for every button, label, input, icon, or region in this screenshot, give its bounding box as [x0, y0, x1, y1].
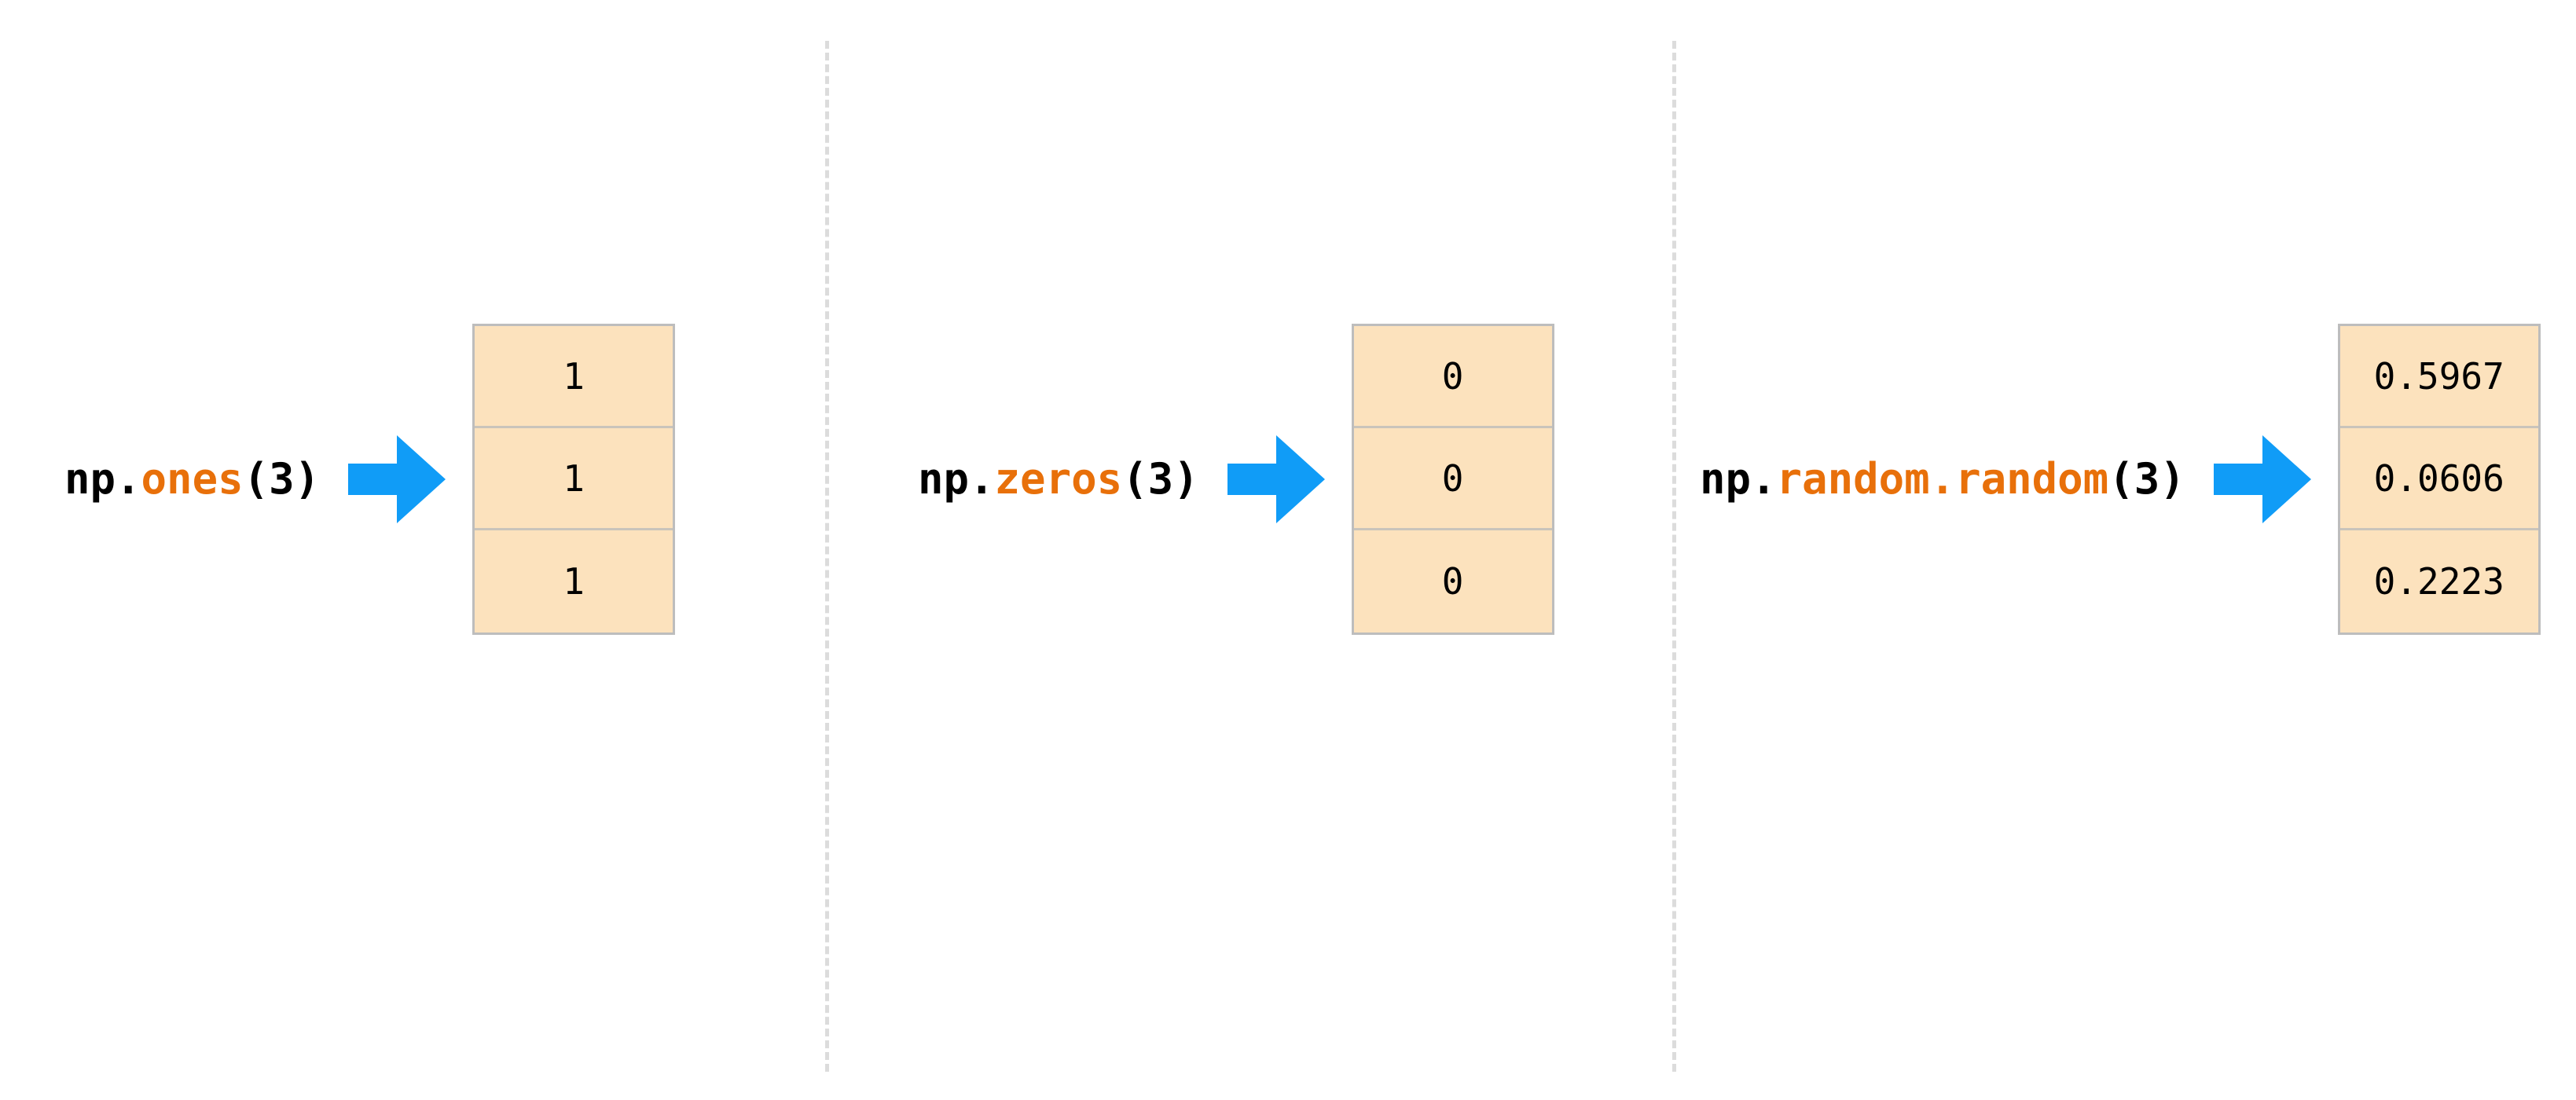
- code-suffix: (3): [2108, 454, 2185, 504]
- array-cell: 1: [475, 428, 673, 530]
- code-label-zeros: np.zeros(3): [918, 458, 1199, 500]
- array-cell: 0.2223: [2339, 530, 2538, 632]
- array-stack-ones: 1 1 1: [472, 324, 676, 635]
- array-cell: 0: [1353, 326, 1552, 428]
- panel-zeros: np.zeros(3) 0 0 0: [918, 324, 1554, 635]
- array-stack-zeros: 0 0 0: [1351, 324, 1554, 635]
- array-cell: 0.0606: [2339, 428, 2538, 530]
- array-stack-random: 0.5967 0.0606 0.2223: [2337, 324, 2541, 635]
- array-cell: 1: [475, 530, 673, 632]
- right-arrow-icon: [2213, 435, 2311, 523]
- code-suffix: (3): [1122, 454, 1199, 504]
- array-cell: 0: [1353, 530, 1552, 632]
- array-cell: 1: [475, 326, 673, 428]
- panel-divider-1: [825, 41, 829, 1072]
- panel-ones: np.ones(3) 1 1 1: [64, 324, 676, 635]
- right-arrow-icon: [1227, 435, 1325, 523]
- code-label-ones: np.ones(3): [64, 458, 320, 500]
- panel-divider-2: [1672, 41, 1676, 1072]
- code-accent: ones: [141, 454, 244, 504]
- code-accent: zeros: [994, 454, 1123, 504]
- array-cell: 0.5967: [2339, 326, 2538, 428]
- code-suffix: (3): [243, 454, 321, 504]
- code-prefix: np.: [64, 454, 141, 504]
- code-label-random: np.random.random(3): [1700, 458, 2185, 500]
- panel-random: np.random.random(3) 0.5967 0.0606 0.2223: [1700, 324, 2541, 635]
- code-prefix: np.: [1700, 454, 1777, 504]
- code-accent: random.random: [1776, 454, 2109, 504]
- right-arrow-icon: [348, 435, 446, 523]
- array-cell: 0: [1353, 428, 1552, 530]
- code-prefix: np.: [918, 454, 995, 504]
